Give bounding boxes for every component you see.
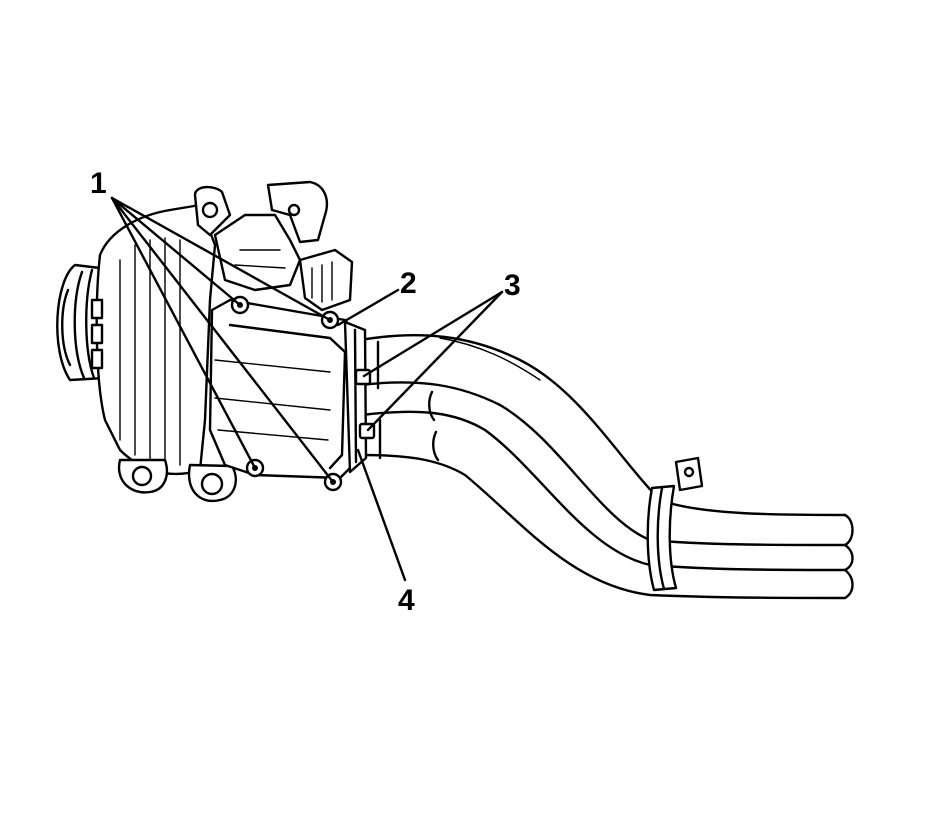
leader-lines [110, 196, 504, 582]
callout-2: 2 [400, 267, 417, 300]
callout-1: 1 [90, 167, 107, 200]
generator-housing [56, 180, 354, 503]
callout-4: 4 [398, 584, 415, 617]
cable-clamp [646, 456, 704, 592]
generator-module [208, 295, 376, 492]
battery-cables [358, 333, 854, 600]
callout-3: 3 [504, 269, 521, 302]
module-bolt [320, 310, 340, 330]
terminal-nut [354, 368, 372, 386]
